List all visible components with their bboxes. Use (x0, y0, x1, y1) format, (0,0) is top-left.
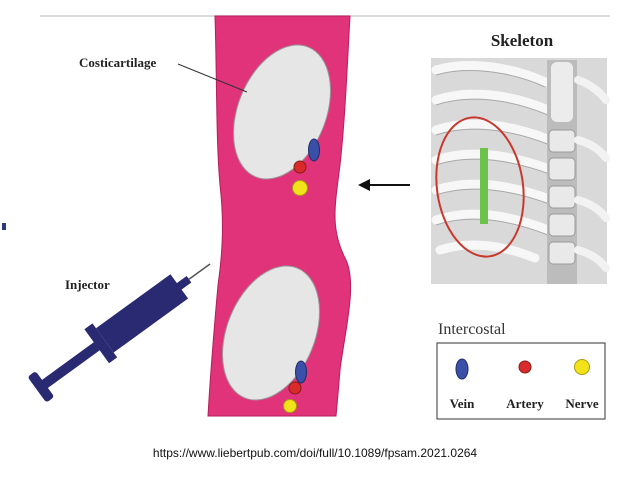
injector-label: Injector (65, 277, 110, 292)
upper-vein (308, 138, 320, 162)
skeleton-illustration (431, 58, 610, 284)
injector-syringe (28, 263, 211, 402)
lower-cartilage-oval (222, 265, 320, 401)
upper-artery (293, 160, 307, 174)
legend-artery-swatch (518, 360, 532, 374)
legend-nerve-swatch (574, 359, 590, 375)
legend-box: Vein Artery Nerve (436, 342, 606, 420)
lower-nerve (283, 399, 297, 413)
upper-cartilage-oval (233, 44, 331, 180)
lower-artery (288, 381, 302, 395)
costicartilage-leader (177, 63, 248, 93)
left-edge-mark (2, 223, 6, 230)
intercostal-label: Intercostal (438, 321, 506, 338)
upper-nerve (292, 180, 308, 196)
legend-artery-label: Artery (506, 396, 544, 411)
left-arrow (358, 179, 410, 191)
skeleton-title: Skeleton (491, 31, 554, 50)
legend-nerve-label: Nerve (565, 396, 598, 411)
source-url[interactable]: https://www.liebertpub.com/doi/full/10.1… (152, 446, 478, 460)
legend-vein-label: Vein (450, 396, 476, 411)
legend-vein-swatch (455, 358, 469, 380)
lower-vein (295, 360, 307, 384)
costicartilage-label: Costicartilage (79, 55, 156, 70)
